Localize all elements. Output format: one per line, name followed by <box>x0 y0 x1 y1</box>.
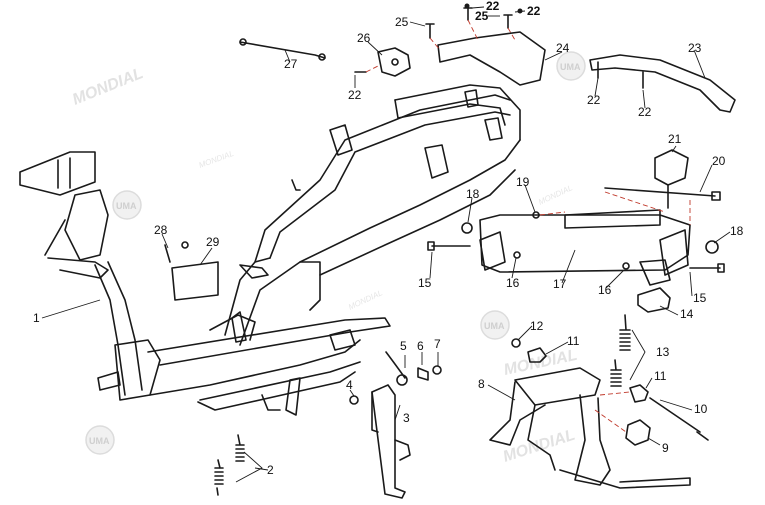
logo-text: UMA <box>560 62 581 72</box>
callout-label: 11 <box>654 369 667 383</box>
callout-label: 26 <box>357 31 371 45</box>
logo-text: UMA <box>484 321 505 331</box>
callout-label: 10 <box>694 402 708 416</box>
watermark-text: MONDIAL <box>537 183 574 207</box>
watermark-text: MONDIAL <box>347 288 384 312</box>
watermark-text: MONDIAL <box>198 149 235 170</box>
callout-label: 6 <box>417 339 424 353</box>
rear-grab-bar-part-23 <box>589 54 736 113</box>
callout-label: 15 <box>693 291 707 305</box>
uma-logo-watermark: UMA <box>85 425 115 455</box>
callout-label: 24 <box>556 41 570 55</box>
callout-label: 25 <box>475 9 489 23</box>
callout-label: 16 <box>506 276 520 290</box>
callout-label: 22 <box>527 4 541 18</box>
rear-bracket-parts-22-26 <box>354 7 546 86</box>
bushing-and-bolt-parts-9-11 <box>594 384 709 446</box>
callout-label: 8 <box>478 377 485 391</box>
callout-label: 14 <box>680 307 694 321</box>
callout-label: 2 <box>267 463 274 477</box>
bullet-icon <box>464 3 470 9</box>
cable-part-27 <box>239 38 326 61</box>
callout-label: 22 <box>486 0 500 13</box>
uma-logo-watermark: UMA <box>480 310 510 340</box>
callout-label: 27 <box>284 57 298 71</box>
watermark-text: MONDIAL <box>502 347 579 379</box>
callout-label: 7 <box>434 337 441 351</box>
callout-label: 22 <box>348 88 362 102</box>
callout-label: 20 <box>712 154 726 168</box>
stand-spring-part-13 <box>610 314 646 387</box>
spring-pair-part-2 <box>214 434 263 496</box>
callout-label: 22 <box>587 93 601 107</box>
rubber-stopper-part-14 <box>637 287 671 313</box>
callout-label: 19 <box>516 175 530 189</box>
callout-label: 18 <box>730 224 744 238</box>
callout-label: 17 <box>553 277 567 291</box>
nut-and-bushing-parts-11-12 <box>511 338 547 363</box>
uma-logo-watermark: UMA <box>112 190 142 220</box>
engine-mount-block-part-21 <box>654 149 689 209</box>
callout-label: 23 <box>688 41 702 55</box>
watermark-text: MONDIAL <box>70 65 146 109</box>
callout-label: 22 <box>638 105 652 119</box>
watermark-text: MONDIAL <box>501 427 577 466</box>
callout-label: 21 <box>668 132 682 146</box>
callout-label: 25 <box>395 15 409 29</box>
callout-label: 15 <box>418 276 432 290</box>
engine-hanger-parts-15-20 <box>427 187 725 286</box>
callout-label: 1 <box>33 311 40 325</box>
callout-label: 16 <box>598 283 612 297</box>
callout-label: 29 <box>206 235 220 249</box>
callout-label: 4 <box>346 378 353 392</box>
callout-label: 5 <box>400 339 407 353</box>
callout-label: 28 <box>154 223 168 237</box>
center-stand-part-8 <box>489 367 691 489</box>
main-frame-part-1 <box>19 84 521 416</box>
logo-text: UMA <box>89 436 110 446</box>
callout-label: 9 <box>662 441 669 455</box>
bullet-icon <box>517 8 523 14</box>
callout-label: 12 <box>530 319 544 333</box>
leader-lines <box>41 6 731 471</box>
callout-label: 3 <box>403 411 410 425</box>
small-hardware-parts-4-7 <box>349 351 442 405</box>
callout-labels: 1 2 3 4 5 6 7 8 9 10 11 11 12 13 14 15 1… <box>33 0 744 477</box>
uma-logo-watermark: UMA <box>556 51 586 81</box>
side-stand-part-3 <box>371 384 411 499</box>
logo-text: UMA <box>116 201 137 211</box>
callout-label: 11 <box>567 334 580 348</box>
callout-label: 18 <box>466 187 480 201</box>
callout-bullets <box>464 3 523 14</box>
callout-label: 13 <box>656 345 670 359</box>
bolt-and-plate-parts-28-29 <box>164 241 219 301</box>
